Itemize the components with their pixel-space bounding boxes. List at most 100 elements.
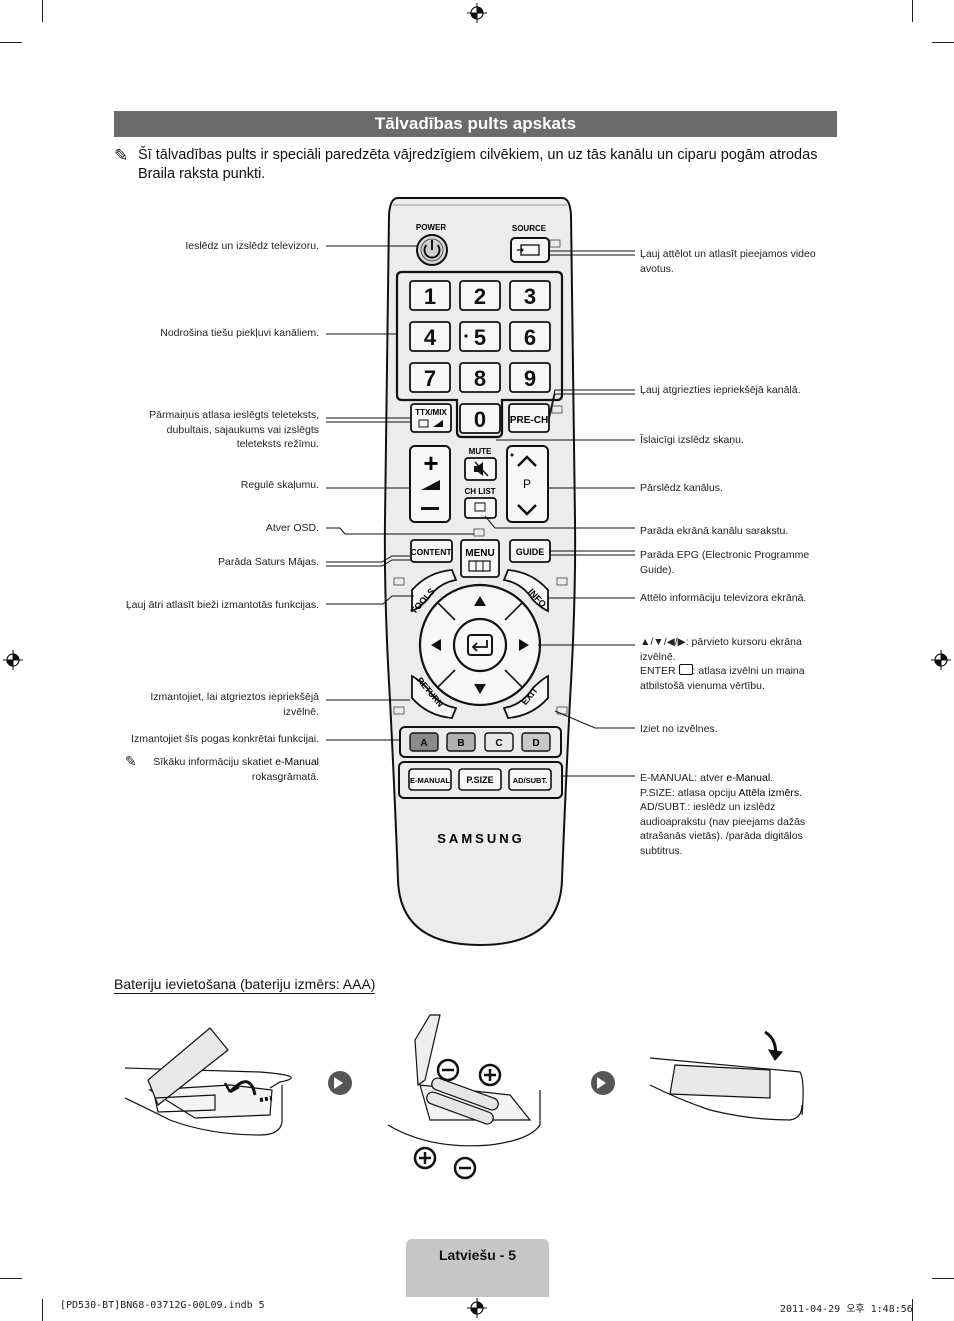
content-key-label: CONTENT xyxy=(410,547,452,557)
page-number-tab: Latviešu - 5 xyxy=(406,1239,549,1297)
digit-9: 9 xyxy=(524,366,536,391)
crop-mark xyxy=(0,42,22,43)
exit-button[interactable] xyxy=(502,674,549,719)
crop-mark xyxy=(0,1278,22,1279)
intro-note: ✎ Šī tālvadības pults ir speciāli paredz… xyxy=(114,146,844,184)
color-key-d-label: D xyxy=(532,738,539,749)
crop-mark xyxy=(932,42,954,43)
digit-8: 8 xyxy=(474,366,486,391)
pencil-note-icon: ✎ xyxy=(125,753,137,769)
emanual-button[interactable] xyxy=(408,768,452,791)
digit-6: 6 xyxy=(524,325,536,350)
crop-mark xyxy=(42,0,43,22)
mute-key-label: MUTE xyxy=(469,447,492,456)
enter-button[interactable] xyxy=(452,617,508,673)
digit-buttons[interactable] xyxy=(409,280,551,434)
svg-text:+: + xyxy=(423,448,438,478)
label-content: Parāda Saturs Mājas. xyxy=(218,556,319,568)
right-arrow-icon xyxy=(519,639,529,651)
battery-step-2 xyxy=(387,1014,541,1147)
digit-1: 1 xyxy=(424,284,436,309)
color-key-c[interactable] xyxy=(484,732,514,752)
braille-dot-icon xyxy=(464,334,468,338)
pencil-note-icon: ✎ xyxy=(114,146,129,165)
label-note: Sīkāku informāciju skatiet e-Manual roka… xyxy=(140,755,319,784)
section-title-bar: Tālvadības pults apskats xyxy=(114,111,837,137)
label-prech: Ļauj atgriezties iepriekšējā kanālā. xyxy=(640,384,801,396)
remote-illustration: POWER SOURCE 1 2 3 4 5 6 7 8 9 0 TTX/MIX xyxy=(326,197,635,947)
battery-step-3 xyxy=(649,1030,804,1121)
ch-list-button[interactable] xyxy=(464,497,497,519)
color-key-c-label: C xyxy=(495,738,502,749)
ttx-mix-label: TTX/MIX xyxy=(415,408,447,417)
power-key-label: POWER xyxy=(416,223,446,232)
emanual-mid: : atver xyxy=(694,772,727,784)
digit-2: 2 xyxy=(474,284,486,309)
file-slug: [PD530-BT]BN68-03712G-00L09.indb 5 xyxy=(60,1300,265,1311)
return-button[interactable] xyxy=(411,674,458,719)
down-arrow-icon xyxy=(474,684,486,694)
label-function-keys: E-MANUAL: atver e-Manual. P.SIZE: atlasa… xyxy=(640,772,806,857)
psize-mid: : atlasa opciju xyxy=(671,786,739,799)
digit-3: 3 xyxy=(524,284,536,309)
polarity-icons xyxy=(413,1058,502,1180)
up-arrow-icon xyxy=(474,596,486,606)
label-power: Ieslēdz un izslēdz televizoru. xyxy=(185,240,319,252)
adsubt-text: : ieslēdz un izslēdz audioaprakstu (nav … xyxy=(640,801,806,857)
enter-suffix: : atlasa izvēlni un maina atbilstošā vie… xyxy=(640,665,805,692)
digit-7: 7 xyxy=(424,366,436,391)
info-button[interactable] xyxy=(502,569,549,613)
tools-button[interactable] xyxy=(411,569,458,613)
color-key-d[interactable] xyxy=(521,732,551,752)
emanual-key: E-MANUAL xyxy=(640,772,695,784)
label-mute: Īslaicīgi izslēdz skaņu. xyxy=(640,434,744,446)
label-enter: ENTER : atlasa izvēlni un maina atbilsto… xyxy=(640,664,820,693)
page-number: Latviešu - 5 xyxy=(438,1247,517,1263)
label-digits: Nodrošina tiešu piekļuvi kanāliem. xyxy=(160,327,319,339)
registration-mark-icon xyxy=(3,650,23,670)
content-button[interactable] xyxy=(410,539,453,563)
ch-list-key-label: CH LIST xyxy=(464,487,495,496)
samsung-logo: SAMSUNG xyxy=(437,831,524,846)
registration-mark-icon xyxy=(931,650,951,670)
crop-mark xyxy=(932,1278,954,1279)
color-key-b-label: B xyxy=(457,738,464,749)
label-volume: Regulē skaļumu. xyxy=(240,479,319,491)
volume-rocker[interactable] xyxy=(409,445,451,523)
digit-0: 0 xyxy=(474,407,486,432)
label-info: Attēlo informāciju televizora ekrānā. xyxy=(640,592,807,604)
print-date: 2011-04-29 오후 1:48:56 xyxy=(780,1304,913,1315)
crop-mark xyxy=(912,0,913,22)
label-tools: Ļauj ātri atlasīt bieži izmantotās funkc… xyxy=(125,599,319,611)
enter-icon xyxy=(467,634,493,656)
battery-heading: Bateriju ievietošana (bateriju izmērs: A… xyxy=(114,976,376,994)
note-suffix: rokasgrāmatā. xyxy=(251,770,319,783)
psize-key-label: P.SIZE xyxy=(466,775,493,785)
psize-button[interactable] xyxy=(458,768,502,791)
label-exit: Iziet no izvēlnes. xyxy=(640,723,718,735)
battery-illustration xyxy=(124,1014,804,1180)
emanual-value: e-Manual xyxy=(726,772,771,784)
color-key-a[interactable] xyxy=(409,732,439,752)
left-arrow-icon xyxy=(431,639,441,651)
intro-text: Šī tālvadības pults ir speciāli paredzēt… xyxy=(138,147,818,182)
battery-step-1 xyxy=(124,1027,292,1136)
menu-key-label: MENU xyxy=(465,548,494,559)
label-chlist: Parāda ekrānā kanālu sarakstu. xyxy=(640,525,789,537)
registration-mark-icon xyxy=(467,1298,487,1318)
leader-lines xyxy=(326,245,635,777)
adsubt-button[interactable] xyxy=(508,768,552,791)
label-ttx: Pārmaiņus atlasa ieslēgts teleteksts, du… xyxy=(149,409,319,450)
psize-value: Attēla izmērs xyxy=(738,786,800,799)
guide-key-label: GUIDE xyxy=(516,547,545,557)
digit-5: 5 xyxy=(474,325,486,350)
note-emanual: e-Manual xyxy=(275,756,319,768)
enter-icon xyxy=(678,664,693,675)
label-source: Ļauj attēlot un atlasīt pieejamos video … xyxy=(640,248,816,275)
source-button[interactable] xyxy=(510,237,550,263)
crop-mark xyxy=(912,1299,913,1321)
color-key-b[interactable] xyxy=(446,732,476,752)
number-pad-frame xyxy=(395,270,564,439)
enter-prefix: ENTER xyxy=(640,665,679,677)
function-keys-frame xyxy=(398,761,563,799)
